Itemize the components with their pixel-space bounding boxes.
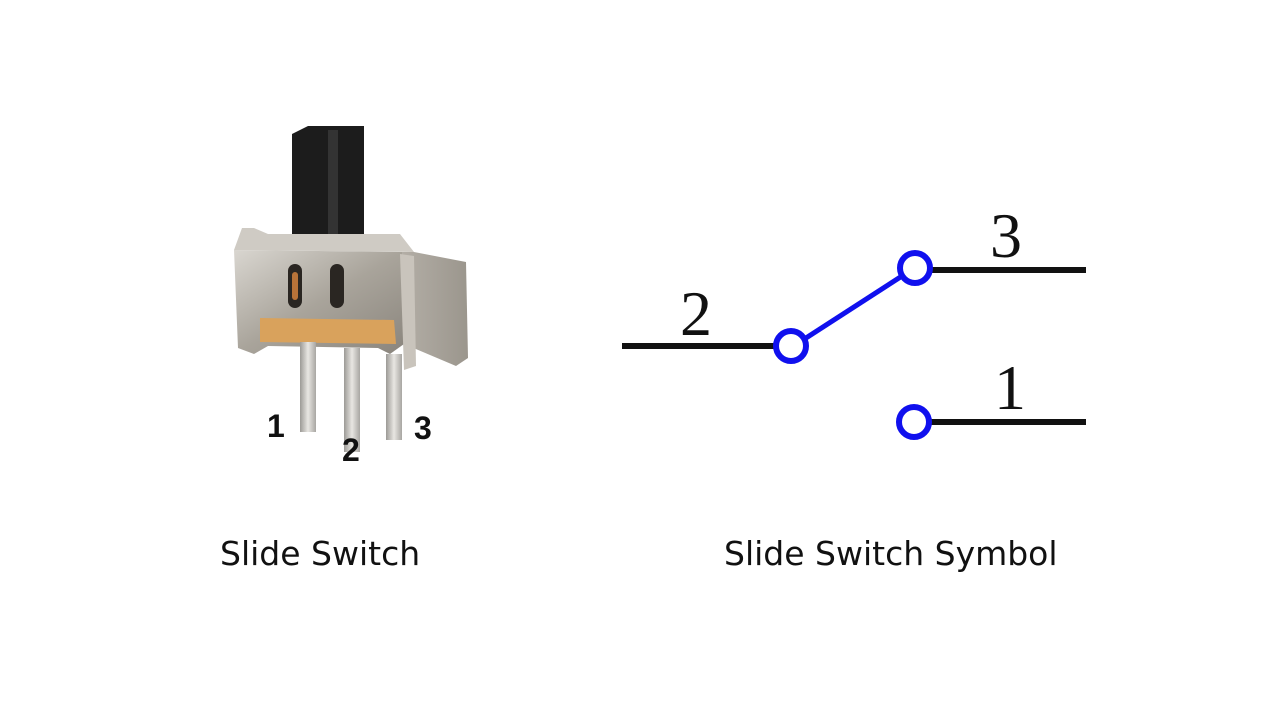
switch-arm <box>804 273 904 341</box>
upper-contact <box>897 250 933 286</box>
lower-contact <box>896 404 932 440</box>
terminal-label-lower: 1 <box>994 352 1026 423</box>
terminal-label-common: 2 <box>680 278 712 349</box>
pin-label-1: 1 <box>267 408 285 444</box>
switch-symbol-diagram <box>622 250 1086 440</box>
slide-switch-symbol-caption: Slide Switch Symbol <box>724 534 1058 573</box>
common-contact <box>773 328 809 364</box>
slide-switch-caption: Slide Switch <box>220 534 421 573</box>
slide-switch-symbol: 2 3 1 <box>600 190 1120 470</box>
terminal-label-upper: 3 <box>990 200 1022 271</box>
pin-label-3: 3 <box>414 410 432 446</box>
pin-label-2: 2 <box>342 432 360 468</box>
slide-switch-photo: 1 2 3 <box>168 122 552 554</box>
slide-switch-illustration <box>234 126 468 452</box>
